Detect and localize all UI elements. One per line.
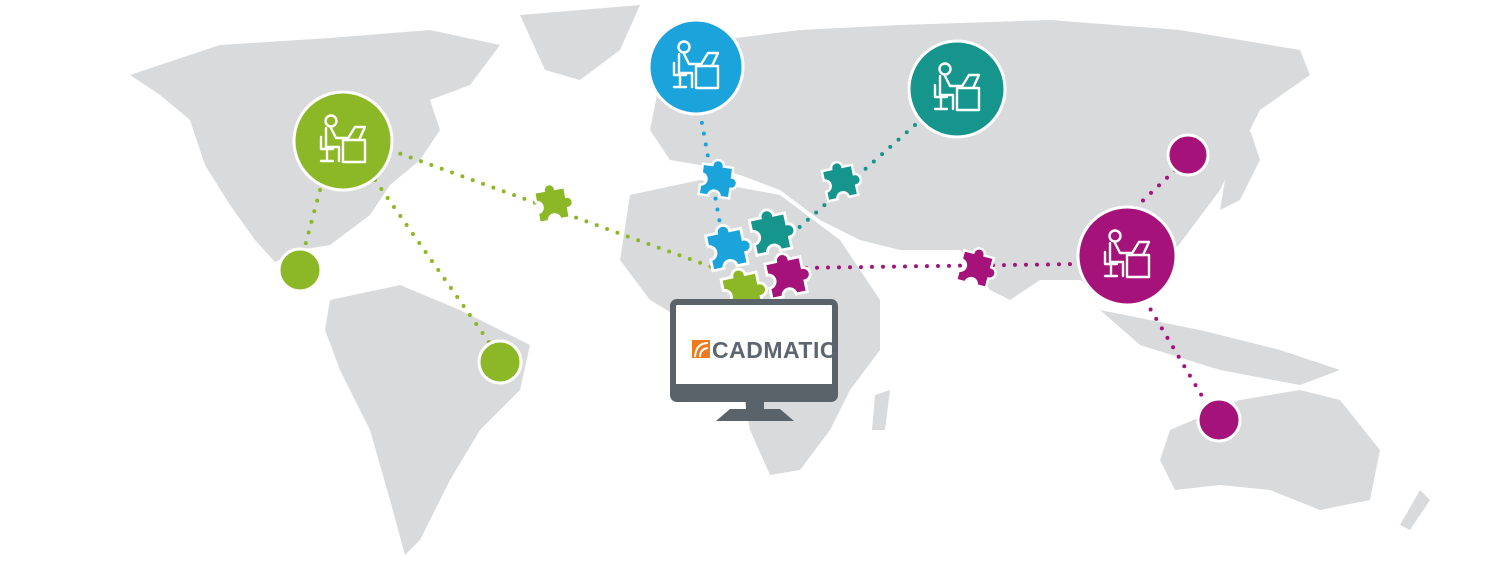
worker-node-russia	[907, 39, 1007, 139]
location-dot-icon	[1166, 133, 1210, 177]
monitor-icon: CADMATIC	[670, 299, 838, 421]
logo-text: CADMATIC	[712, 337, 837, 363]
greenland	[520, 5, 640, 80]
south-america	[325, 285, 530, 555]
puzzle-piece-icon	[532, 179, 577, 224]
japan	[1220, 130, 1260, 210]
location-dot-icon	[277, 247, 323, 293]
worker-node-americas	[292, 90, 394, 192]
worker-node-europe	[647, 18, 745, 116]
madagascar	[872, 390, 890, 430]
australia	[1160, 390, 1380, 510]
southeast-asia	[1100, 310, 1340, 385]
location-dot-icon	[1196, 397, 1242, 443]
new-zealand	[1400, 490, 1430, 530]
cadmatic-logo: CADMATIC	[692, 337, 837, 363]
location-dot-icon	[477, 339, 523, 385]
worker-node-asia	[1076, 205, 1178, 307]
